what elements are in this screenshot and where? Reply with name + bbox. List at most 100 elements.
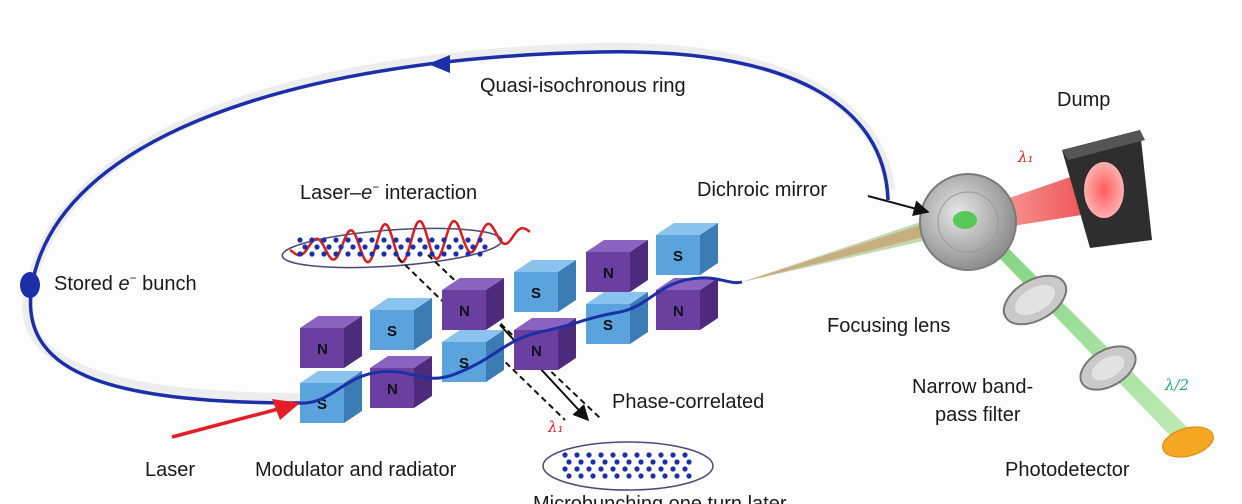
electron-dot xyxy=(658,466,664,472)
lambda1-bunch-label: λ₁ xyxy=(547,418,564,436)
electron-dot xyxy=(686,459,692,465)
electron-dot xyxy=(393,251,399,257)
electron-dot xyxy=(574,452,580,458)
electron-dot xyxy=(562,452,568,458)
electron-dot xyxy=(562,466,568,472)
electron-dot xyxy=(338,244,344,250)
magnet-label: S xyxy=(673,248,683,265)
north-magnet: N xyxy=(442,278,504,330)
laser-e-interaction xyxy=(281,219,531,269)
electron-dot xyxy=(650,459,656,465)
electron-dot xyxy=(646,466,652,472)
electron-dot xyxy=(634,452,640,458)
electron-dot xyxy=(453,251,459,257)
electron-dot xyxy=(441,251,447,257)
magnet-label: N xyxy=(603,265,614,282)
electron-dot xyxy=(369,251,375,257)
magnet-label: N xyxy=(531,343,542,360)
focusing-lens-label: Focusing lens xyxy=(827,315,950,337)
modulator-label: Modulator and radiator xyxy=(255,459,457,481)
electron-dot xyxy=(650,473,656,479)
electron-dot xyxy=(393,237,399,243)
dichroic-mirror xyxy=(919,173,1017,271)
electron-dot xyxy=(626,473,632,479)
electron-dot xyxy=(381,237,387,243)
electron-dot xyxy=(429,237,435,243)
electron-dot xyxy=(638,473,644,479)
north-magnet: N xyxy=(300,316,362,368)
magnet-label: S xyxy=(459,355,469,372)
electron-dot xyxy=(634,466,640,472)
electron-dot xyxy=(586,452,592,458)
electron-dot xyxy=(434,244,440,250)
electron-dot xyxy=(345,237,351,243)
lambda1-dump-label: λ₁ xyxy=(1017,148,1034,166)
electron-dot xyxy=(646,452,652,458)
ring-direction-arrow xyxy=(428,55,450,73)
focusing-lens xyxy=(1002,274,1068,326)
bandpass-filter xyxy=(1079,345,1137,391)
electron-dot xyxy=(345,251,351,257)
electron-dot xyxy=(422,244,428,250)
south-magnet: S xyxy=(586,292,648,344)
electron-dot xyxy=(386,244,392,250)
electron-dot xyxy=(321,251,327,257)
green-beam xyxy=(958,215,1200,446)
magnet-label: S xyxy=(317,396,327,413)
electron-dot xyxy=(465,237,471,243)
electron-dot xyxy=(369,237,375,243)
electron-dot xyxy=(458,244,464,250)
electron-dot xyxy=(602,459,608,465)
electron-dot xyxy=(398,244,404,250)
electron-dot xyxy=(357,237,363,243)
electron-dot xyxy=(441,237,447,243)
electron-dot xyxy=(578,459,584,465)
electron-dot xyxy=(314,244,320,250)
electron-dot xyxy=(405,251,411,257)
microbunch-cloud xyxy=(542,441,714,491)
stored-bunch-marker xyxy=(20,272,40,298)
narrow-filter-label-2: pass filter xyxy=(935,404,1021,426)
electron-dot xyxy=(566,459,572,465)
electron-dot xyxy=(453,237,459,243)
magnet-label: S xyxy=(603,317,613,334)
electron-dot xyxy=(590,473,596,479)
electron-dot xyxy=(470,244,476,250)
dichroic-mirror-label: Dichroic mirror xyxy=(697,179,827,201)
south-magnet: S xyxy=(514,260,576,312)
dump-label: Dump xyxy=(1057,89,1110,111)
magnet-label: N xyxy=(673,303,684,320)
electron-dot xyxy=(566,473,572,479)
electron-dot xyxy=(598,452,604,458)
electron-dot xyxy=(309,251,315,257)
photodetector-label: Photodetector xyxy=(1005,459,1130,481)
south-magnet: S xyxy=(656,223,718,275)
stored-bunch-label: Stored e− bunch xyxy=(54,271,197,295)
ring-label: Quasi-isochronous ring xyxy=(480,75,686,97)
south-magnet: S xyxy=(300,371,362,423)
north-magnet: N xyxy=(656,278,718,330)
electron-dot xyxy=(682,452,688,458)
electron-dot xyxy=(602,473,608,479)
radiation-cone xyxy=(742,207,972,282)
magnet-label: S xyxy=(531,285,541,302)
electron-dot xyxy=(658,452,664,458)
electron-dot xyxy=(662,473,668,479)
electron-dot xyxy=(405,237,411,243)
magnet-label: N xyxy=(459,303,470,320)
microbunching-label: Microbunching one turn later xyxy=(533,493,787,504)
electron-dot xyxy=(682,466,688,472)
electron-dot xyxy=(686,473,692,479)
magnet-label: S xyxy=(387,323,397,340)
magnet-label: N xyxy=(317,341,328,358)
electron-dot xyxy=(417,237,423,243)
laser-label: Laser xyxy=(145,459,195,481)
ring-shadow xyxy=(22,42,895,403)
north-magnet: N xyxy=(370,356,432,408)
electron-dot xyxy=(297,237,303,243)
lambda-half-label: λ/2 xyxy=(1164,376,1189,394)
electron-dot xyxy=(465,251,471,257)
electron-dot xyxy=(614,459,620,465)
laser-e-interaction-label: Laser–e− interaction xyxy=(300,180,477,204)
